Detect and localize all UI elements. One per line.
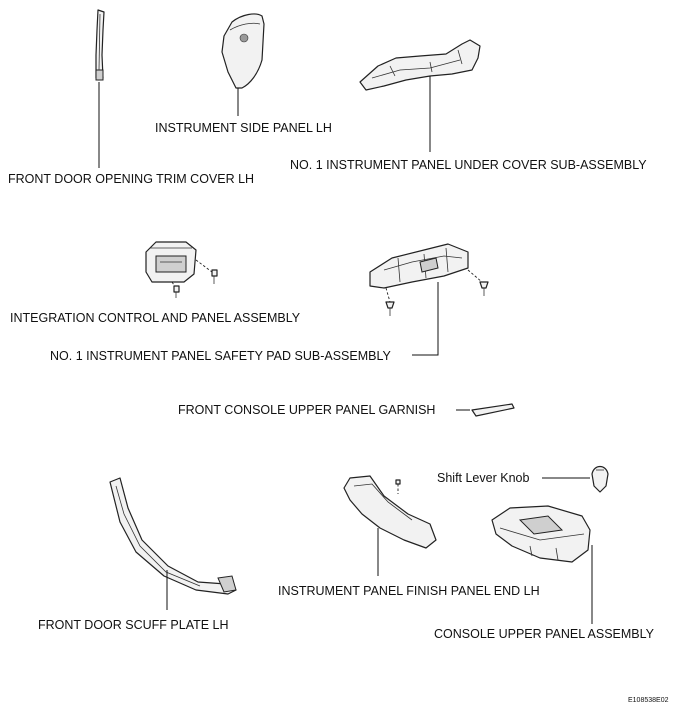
under-cover-part: [359, 39, 481, 91]
label-integration-control: INTEGRATION CONTROL AND PANEL ASSEMBLY: [10, 311, 301, 325]
front-door-opening-trim-cover-part: [95, 9, 105, 81]
console-upper-panel-part: [491, 505, 591, 563]
vent-grille-icon: [239, 33, 249, 43]
scuff-plate-part: [109, 477, 237, 595]
screw-icon: [395, 479, 401, 494]
clip-icon: [467, 269, 489, 296]
figure-code: E108538E02: [628, 697, 669, 704]
label-shift-lever-knob: Shift Lever Knob: [437, 471, 529, 485]
safety-pad-part: [369, 243, 469, 289]
label-garnish: FRONT CONSOLE UPPER PANEL GARNISH: [178, 403, 435, 417]
label-front-door-opening-trim-cover: FRONT DOOR OPENING TRIM COVER LH: [8, 172, 254, 186]
label-safety-pad: NO. 1 INSTRUMENT PANEL SAFETY PAD SUB-AS…: [50, 349, 391, 363]
label-console-upper-panel: CONSOLE UPPER PANEL ASSEMBLY: [434, 627, 655, 641]
instrument-side-panel-part: [221, 13, 265, 89]
screw-icon: [171, 281, 180, 298]
leader-safety-pad: [412, 282, 439, 356]
label-under-cover: NO. 1 INSTRUMENT PANEL UNDER COVER SUB-A…: [290, 158, 647, 172]
label-finish-panel-end: INSTRUMENT PANEL FINISH PANEL END LH: [278, 584, 540, 598]
integration-control-part: [145, 241, 197, 283]
finish-panel-end-part: [343, 475, 437, 549]
screw-icon: [195, 259, 218, 284]
shift-lever-knob-part: [591, 465, 609, 493]
label-scuff-plate: FRONT DOOR SCUFF PLATE LH: [38, 618, 229, 632]
clip-icon: [385, 287, 395, 316]
garnish-part: [471, 403, 515, 417]
label-instrument-side-panel: INSTRUMENT SIDE PANEL LH: [155, 121, 332, 135]
